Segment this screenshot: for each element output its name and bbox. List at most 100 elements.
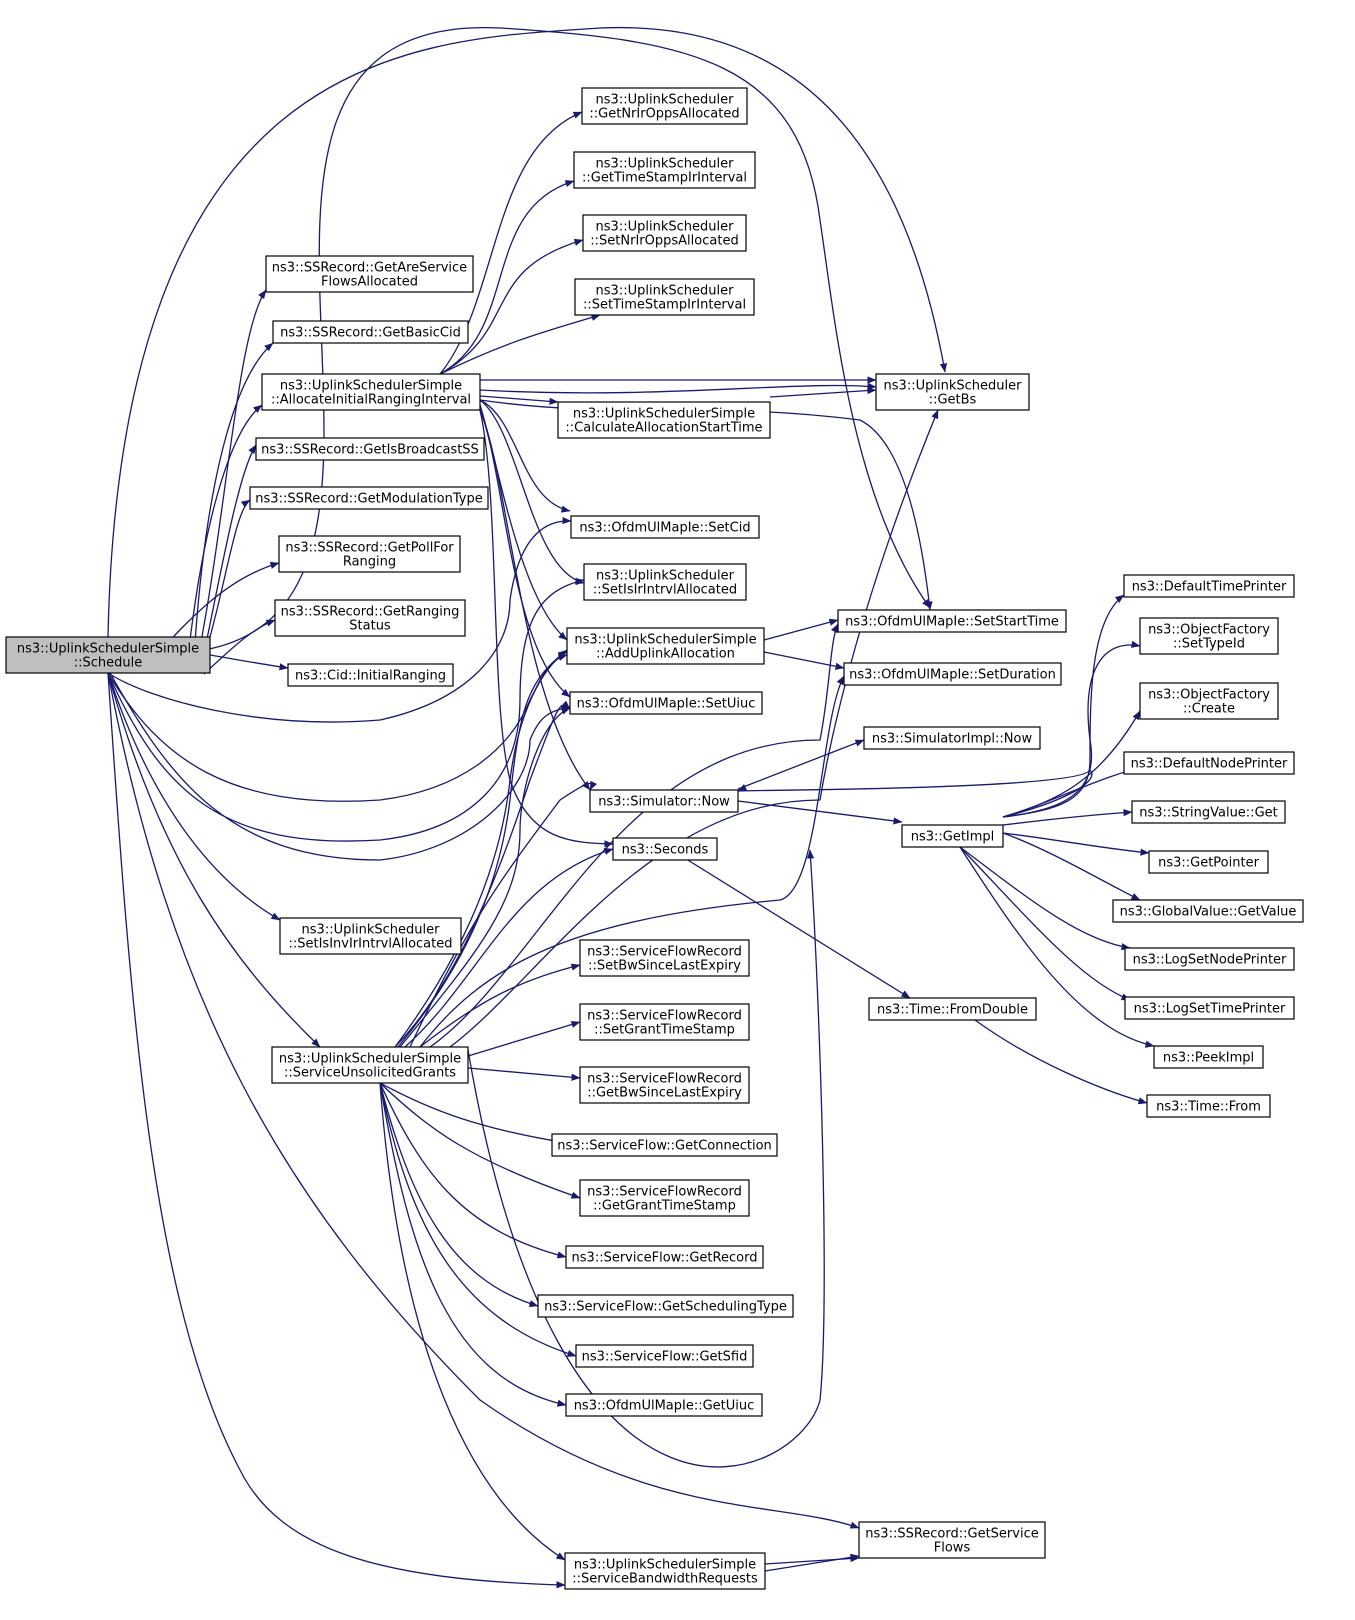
node-set-cid[interactable]: ns3::OfdmUlMapIe::SetCid [570, 515, 760, 539]
node-box[interactable] [1139, 682, 1279, 720]
node-box[interactable] [1139, 617, 1279, 655]
node-box[interactable] [612, 837, 718, 861]
node-of-set-type[interactable]: ns3::ObjectFactory::SetTypeId [1139, 617, 1279, 655]
node-root[interactable]: ns3::UplinkSchedulerSimple::Schedule [5, 636, 211, 674]
node-box[interactable] [272, 320, 469, 344]
node-box[interactable] [575, 1344, 754, 1368]
node-box[interactable] [569, 691, 763, 715]
node-from-double[interactable]: ns3::Time::FromDouble [868, 997, 1037, 1021]
node-box[interactable] [579, 1066, 750, 1104]
node-box[interactable] [1146, 1094, 1271, 1118]
node-box[interactable] [279, 917, 462, 955]
node-box[interactable] [265, 255, 474, 293]
node-box[interactable] [868, 997, 1037, 1021]
node-set-inv-ir[interactable]: ns3::UplinkScheduler::SetIsInvIrIntrvlAl… [279, 917, 462, 955]
node-box[interactable] [565, 1393, 763, 1417]
node-box[interactable] [574, 278, 755, 316]
node-box[interactable] [1124, 996, 1295, 1020]
node-sfr-set-grant[interactable]: ns3::ServiceFlowRecord::SetGrantTimeStam… [579, 1003, 750, 1041]
node-sim-now[interactable]: ns3::Simulator::Now [589, 789, 739, 813]
node-box[interactable] [583, 563, 747, 601]
node-cid-init[interactable]: ns3::Cid::InitialRanging [287, 663, 454, 687]
node-serv-uns[interactable]: ns3::UplinkSchedulerSimple::ServiceUnsol… [271, 1046, 469, 1084]
node-box[interactable] [1112, 899, 1304, 923]
node-box[interactable] [564, 1552, 766, 1590]
node-box[interactable] [582, 214, 747, 252]
node-alloc-init[interactable]: ns3::UplinkSchedulerSimple::AllocateInit… [261, 373, 481, 411]
node-sim-impl-now[interactable]: ns3::SimulatorImpl::Now [863, 726, 1041, 750]
node-box[interactable] [573, 151, 756, 189]
node-sf-get-sfid[interactable]: ns3::ServiceFlow::GetSfid [575, 1344, 754, 1368]
node-box[interactable] [1153, 1045, 1264, 1069]
node-box[interactable] [901, 824, 1004, 848]
node-set-ts-ir[interactable]: ns3::UplinkScheduler::SetTimeStampIrInte… [574, 278, 755, 316]
node-box[interactable] [1131, 800, 1286, 824]
node-get-ts-ir[interactable]: ns3::UplinkScheduler::GetTimeStampIrInte… [573, 151, 756, 189]
node-box[interactable] [271, 1046, 469, 1084]
node-box[interactable] [589, 789, 739, 813]
node-get-bs[interactable]: ns3::UplinkScheduler::GetBs [875, 373, 1030, 411]
node-box[interactable] [570, 515, 760, 539]
node-sf-get-sched[interactable]: ns3::ServiceFlow::GetSchedulingType [537, 1294, 794, 1318]
node-set-is-ir[interactable]: ns3::UplinkScheduler::SetIsIrIntrvlAlloc… [583, 563, 747, 601]
node-box[interactable] [843, 662, 1062, 686]
node-set-nr-ir[interactable]: ns3::UplinkScheduler::SetNrIrOppsAllocat… [582, 214, 747, 252]
node-set-uiuc[interactable]: ns3::OfdmUlMapIe::SetUiuc [569, 691, 763, 715]
node-sfr-get-bw[interactable]: ns3::ServiceFlowRecord::GetBwSinceLastEx… [579, 1066, 750, 1104]
node-box[interactable] [255, 437, 485, 461]
node-of-create[interactable]: ns3::ObjectFactory::Create [1139, 682, 1279, 720]
node-calc-alloc[interactable]: ns3::UplinkSchedulerSimple::CalculateAll… [557, 401, 771, 439]
node-sf-get-conn[interactable]: ns3::ServiceFlow::GetConnection [551, 1133, 778, 1157]
node-are-serv[interactable]: ns3::SSRecord::GetAreServiceFlowsAllocat… [265, 255, 474, 293]
node-box[interactable] [579, 1179, 750, 1217]
node-log-time[interactable]: ns3::LogSetTimePrinter [1124, 996, 1295, 1020]
node-box[interactable] [274, 599, 466, 637]
node-box[interactable] [1123, 751, 1295, 775]
node-box[interactable] [565, 1245, 764, 1269]
node-log-node[interactable]: ns3::LogSetNodePrinter [1124, 947, 1295, 971]
node-serv-bw[interactable]: ns3::UplinkSchedulerSimple::ServiceBandw… [564, 1552, 766, 1590]
node-get-nr-ir[interactable]: ns3::UplinkScheduler::GetNrIrOppsAllocat… [581, 87, 748, 125]
node-box[interactable] [837, 609, 1067, 633]
node-sfr-get-grant[interactable]: ns3::ServiceFlowRecord::GetGrantTimeStam… [579, 1179, 750, 1217]
node-sfr-set-bw[interactable]: ns3::ServiceFlowRecord::SetBwSinceLastEx… [579, 939, 750, 977]
node-str-get[interactable]: ns3::StringValue::Get [1131, 800, 1286, 824]
node-get-impl[interactable]: ns3::GetImpl [901, 824, 1004, 848]
node-sf-get-rec[interactable]: ns3::ServiceFlow::GetRecord [565, 1245, 764, 1269]
node-box[interactable] [875, 373, 1030, 411]
node-box[interactable] [287, 663, 454, 687]
node-get-uiuc[interactable]: ns3::OfdmUlMapIe::GetUiuc [565, 1393, 763, 1417]
node-def-time[interactable]: ns3::DefaultTimePrinter [1123, 574, 1295, 598]
node-box[interactable] [249, 486, 489, 510]
node-time-from[interactable]: ns3::Time::From [1146, 1094, 1271, 1118]
node-box[interactable] [537, 1294, 794, 1318]
node-seconds[interactable]: ns3::Seconds [612, 837, 718, 861]
node-get-ptr[interactable]: ns3::GetPointer [1148, 850, 1269, 874]
node-basic-cid[interactable]: ns3::SSRecord::GetBasicCid [272, 320, 469, 344]
node-box[interactable] [1148, 850, 1269, 874]
node-set-start[interactable]: ns3::OfdmUlMapIe::SetStartTime [837, 609, 1067, 633]
node-box[interactable] [579, 939, 750, 977]
node-box[interactable] [566, 627, 765, 665]
node-box[interactable] [579, 1003, 750, 1041]
node-box[interactable] [5, 636, 211, 674]
node-gv-get[interactable]: ns3::GlobalValue::GetValue [1112, 899, 1304, 923]
node-box[interactable] [551, 1133, 778, 1157]
node-box[interactable] [278, 535, 461, 573]
node-box[interactable] [1124, 947, 1295, 971]
node-box[interactable] [581, 87, 748, 125]
node-box[interactable] [1123, 574, 1295, 598]
node-peek[interactable]: ns3::PeekImpl [1153, 1045, 1264, 1069]
node-is-bcast[interactable]: ns3::SSRecord::GetIsBroadcastSS [255, 437, 485, 461]
node-mod-type[interactable]: ns3::SSRecord::GetModulationType [249, 486, 489, 510]
node-box[interactable] [261, 373, 481, 411]
node-box[interactable] [863, 726, 1041, 750]
node-box[interactable] [557, 401, 771, 439]
node-box[interactable] [858, 1521, 1046, 1559]
node-add-ul[interactable]: ns3::UplinkSchedulerSimple::AddUplinkAll… [566, 627, 765, 665]
node-set-dur[interactable]: ns3::OfdmUlMapIe::SetDuration [843, 662, 1062, 686]
node-def-node[interactable]: ns3::DefaultNodePrinter [1123, 751, 1295, 775]
